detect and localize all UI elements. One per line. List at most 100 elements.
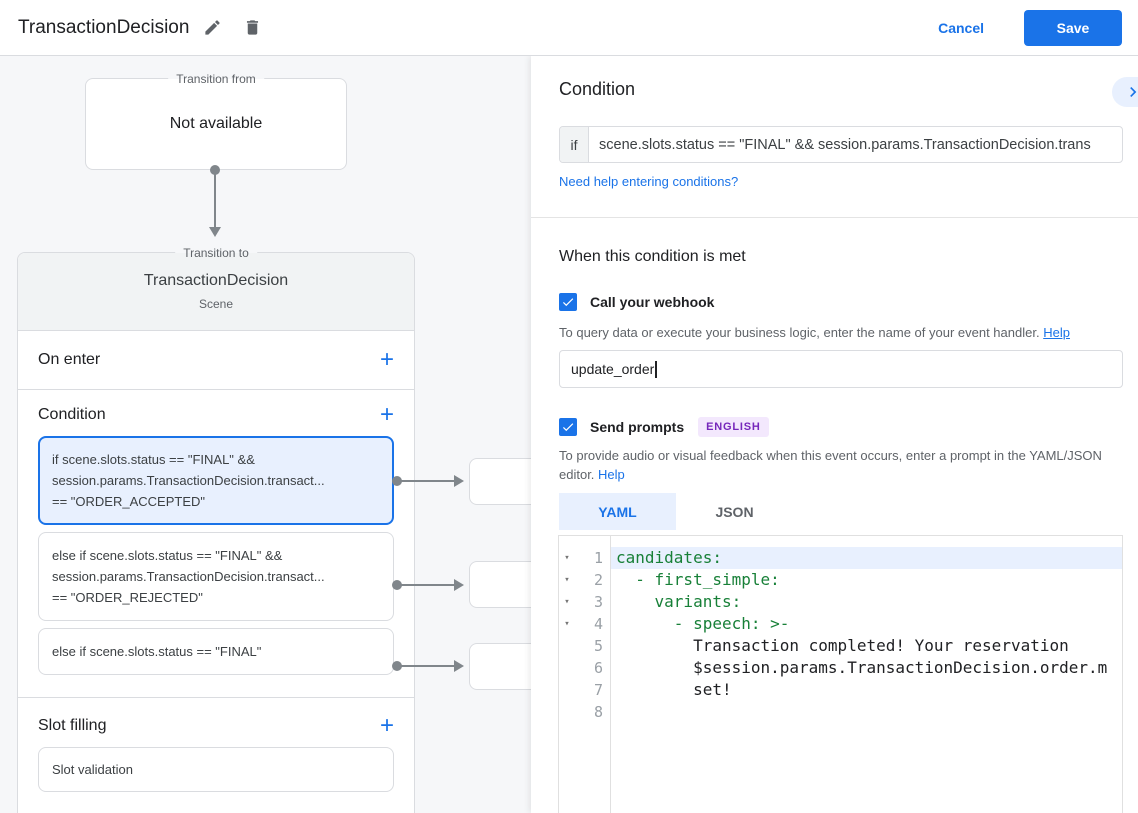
arrow-right-icon xyxy=(454,579,464,591)
webhook-name-value: update_order xyxy=(571,361,655,377)
code-line: - first_simple: xyxy=(616,570,780,589)
transition-target-node[interactable] xyxy=(469,458,531,505)
trash-icon xyxy=(246,20,258,35)
connector-line xyxy=(397,665,454,667)
connector-line xyxy=(397,584,454,586)
fold-toggle-icon[interactable]: ▾ xyxy=(564,553,570,563)
text-caret xyxy=(655,360,657,378)
code-line: - speech: >- xyxy=(616,614,790,633)
slot-filling-section: Slot filling + Slot validation xyxy=(18,698,414,792)
condition-line: == "ORDER_REJECTED" xyxy=(52,590,203,605)
condition-card-rejected[interactable]: else if scene.slots.status == "FINAL" &&… xyxy=(38,532,394,621)
collapse-panel-button[interactable] xyxy=(1112,77,1138,107)
line-number: 2 xyxy=(593,571,603,589)
editor-tabs: YAML JSON xyxy=(559,493,793,530)
prompts-description: To provide audio or visual feedback when… xyxy=(559,446,1115,484)
tab-json[interactable]: JSON xyxy=(676,493,793,530)
transition-from-box: Transition from Not available xyxy=(85,71,347,170)
scene-header: TransactionDecision Scene xyxy=(18,253,414,331)
editor-code-area[interactable]: candidates: - first_simple: variants: - … xyxy=(611,536,1122,813)
save-button[interactable]: Save xyxy=(1024,9,1122,46)
webhook-help-link[interactable]: Help xyxy=(1043,325,1070,340)
code-line: Transaction completed! Your reservation xyxy=(616,636,1069,655)
transition-from-legend: Transition from xyxy=(168,71,264,87)
page-title: TransactionDecision xyxy=(18,16,190,38)
condition-line: else if scene.slots.status == "FINAL" && xyxy=(52,548,283,563)
condition-line: else if scene.slots.status == "FINAL" xyxy=(52,644,262,659)
chevron-right-icon xyxy=(1130,87,1137,97)
transition-target-node[interactable] xyxy=(469,643,531,690)
prompts-checkbox-row: Send prompts ENGLISH xyxy=(559,417,769,437)
condition-expression-input[interactable]: scene.slots.status == "FINAL" && session… xyxy=(599,136,1091,153)
condition-expression-field: if scene.slots.status == "FINAL" && sess… xyxy=(559,126,1123,163)
code-line: $session.params.TransactionDecision.orde… xyxy=(616,658,1108,677)
if-prefix-label: if xyxy=(560,127,589,162)
yaml-editor: ▾ 1 ▾ 2 ▾ 3 ▾ 4 5 6 7 8 candidates: - first_… xyxy=(558,535,1123,813)
webhook-description: To query data or execute your business l… xyxy=(559,323,1070,342)
top-bar: TransactionDecision Cancel Save xyxy=(0,0,1138,56)
divider xyxy=(531,217,1138,218)
condition-detail-panel: Condition if scene.slots.status == "FINA… xyxy=(531,56,1138,813)
code-line: set! xyxy=(616,680,732,699)
condition-line: session.params.TransactionDecision.trans… xyxy=(52,569,325,584)
line-number: 3 xyxy=(593,593,603,611)
prompts-help-link[interactable]: Help xyxy=(598,467,625,482)
slot-validation-card[interactable]: Slot validation xyxy=(38,747,394,792)
scene-title: TransactionDecision xyxy=(143,272,289,289)
cancel-button[interactable]: Cancel xyxy=(922,12,1000,44)
line-number: 7 xyxy=(593,681,603,699)
arrow-right-icon xyxy=(454,660,464,672)
scene-diagram-canvas: Transition from Not available Transition… xyxy=(0,56,531,813)
condition-card-final[interactable]: else if scene.slots.status == "FINAL" xyxy=(38,628,394,675)
panel-heading: Condition xyxy=(559,79,636,99)
prompts-label: Send prompts xyxy=(590,419,685,435)
on-enter-label: On enter xyxy=(38,351,101,368)
edit-title-button[interactable] xyxy=(195,11,229,45)
webhook-label: Call your webhook xyxy=(590,294,715,310)
arrow-down-icon xyxy=(209,227,221,237)
tab-yaml[interactable]: YAML xyxy=(559,493,676,530)
connector-line xyxy=(214,170,216,227)
webhook-checkbox[interactable] xyxy=(559,293,577,311)
slot-filling-label: Slot filling xyxy=(38,717,107,734)
transition-to-box: Transition to TransactionDecision Scene … xyxy=(17,245,415,813)
when-met-heading: When this condition is met xyxy=(559,248,746,265)
pencil-icon xyxy=(205,20,220,35)
line-number: 1 xyxy=(593,549,603,567)
fold-toggle-icon[interactable]: ▾ xyxy=(564,619,570,629)
condition-section-label: Condition xyxy=(38,406,106,423)
arrow-right-icon xyxy=(454,475,464,487)
add-condition-button[interactable]: + xyxy=(379,401,394,428)
code-line: variants: xyxy=(616,592,742,611)
code-line: candidates: xyxy=(611,547,1122,569)
transition-from-value: Not available xyxy=(169,115,263,132)
check-icon xyxy=(562,298,574,307)
connector-line xyxy=(397,480,454,482)
line-number: 4 xyxy=(593,615,603,633)
webhook-name-input[interactable]: update_order xyxy=(559,350,1123,388)
prompts-description-text: To provide audio or visual feedback when… xyxy=(559,448,1102,482)
add-on-enter-button[interactable]: + xyxy=(379,346,394,373)
fold-toggle-icon[interactable]: ▾ xyxy=(564,597,570,607)
scene-subtitle: Scene xyxy=(198,297,234,311)
fold-toggle-icon[interactable]: ▾ xyxy=(564,575,570,585)
editor-gutter: ▾ 1 ▾ 2 ▾ 3 ▾ 4 5 6 7 8 xyxy=(559,536,611,813)
transition-target-node[interactable] xyxy=(469,561,531,608)
check-icon xyxy=(562,423,574,432)
prompts-checkbox[interactable] xyxy=(559,418,577,436)
webhook-description-text: To query data or execute your business l… xyxy=(559,325,1040,340)
condition-line: session.params.TransactionDecision.trans… xyxy=(52,473,325,488)
line-number: 8 xyxy=(593,703,603,721)
condition-section: Condition + if scene.slots.status == "FI… xyxy=(18,390,414,698)
transition-to-legend: Transition to xyxy=(175,245,257,261)
condition-card-accepted[interactable]: if scene.slots.status == "FINAL" && sess… xyxy=(38,436,394,525)
condition-help-link[interactable]: Need help entering conditions? xyxy=(559,174,739,189)
on-enter-row: On enter + xyxy=(18,331,414,390)
add-slot-button[interactable]: + xyxy=(379,712,394,739)
delete-scene-button[interactable] xyxy=(235,11,269,45)
line-number: 5 xyxy=(593,637,603,655)
line-number: 6 xyxy=(593,659,603,677)
condition-line: == "ORDER_ACCEPTED" xyxy=(52,494,205,509)
condition-line: if scene.slots.status == "FINAL" && xyxy=(52,452,255,467)
language-badge: ENGLISH xyxy=(698,417,769,437)
